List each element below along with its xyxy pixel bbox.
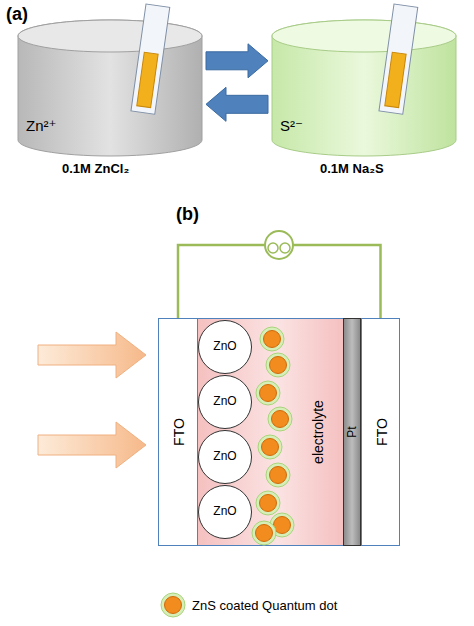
quantum-dot	[266, 463, 290, 487]
zno-particle: ZnO	[198, 430, 252, 484]
transfer-arrow	[206, 87, 268, 121]
substrate-slide	[131, 4, 170, 114]
node-label: Zn²⁺	[26, 117, 56, 134]
quantum-dot	[256, 381, 280, 405]
fto-electrode: FTO	[158, 318, 198, 546]
node-label: FTO	[373, 418, 389, 446]
light-arrow	[38, 422, 146, 468]
zno-particle: ZnO	[198, 375, 252, 429]
node-label: Pt	[346, 426, 360, 437]
node-label: ZnO	[213, 340, 236, 354]
zno-particle: ZnO	[198, 320, 252, 374]
panel-label: (a)	[6, 4, 28, 25]
quantum-dot	[256, 491, 280, 515]
substrate-slide	[379, 4, 418, 114]
zno-particle: ZnO	[198, 485, 252, 539]
transfer-arrow	[206, 44, 268, 78]
cylinder-outline	[18, 20, 202, 156]
quantum-dot	[266, 353, 290, 377]
quantum-dot	[268, 407, 292, 431]
legend-text: ZnS coated Quantum dot	[192, 598, 337, 613]
quantum-dot	[252, 521, 276, 545]
pt-counter-electrode: Pt	[343, 318, 361, 546]
panel-label: (b)	[176, 204, 199, 225]
quantum-dot	[258, 435, 282, 459]
node-label: S²⁻	[280, 117, 303, 134]
legend-swatch	[160, 592, 186, 618]
fto-electrode: FTO	[361, 318, 400, 546]
node-label: ZnO	[213, 450, 236, 464]
light-arrows	[38, 332, 146, 468]
cylinder-outline	[272, 20, 456, 156]
node-label: ZnO	[213, 505, 236, 519]
solution-cylinder: S²⁻	[272, 20, 456, 156]
node-label: electrolyte	[310, 400, 326, 464]
meter-symbol	[265, 231, 293, 259]
node-label: ZnO	[213, 395, 236, 409]
legend-entry: ZnS coated Quantum dot	[160, 592, 337, 618]
light-arrow	[38, 332, 146, 378]
solution-label: 0.1M Na₂S	[320, 161, 384, 176]
quantum-dot	[260, 327, 284, 351]
solution-label: 0.1M ZnCl₂	[62, 161, 129, 176]
solution-cylinder: Zn²⁺	[18, 20, 202, 156]
node-label: FTO	[171, 418, 187, 446]
